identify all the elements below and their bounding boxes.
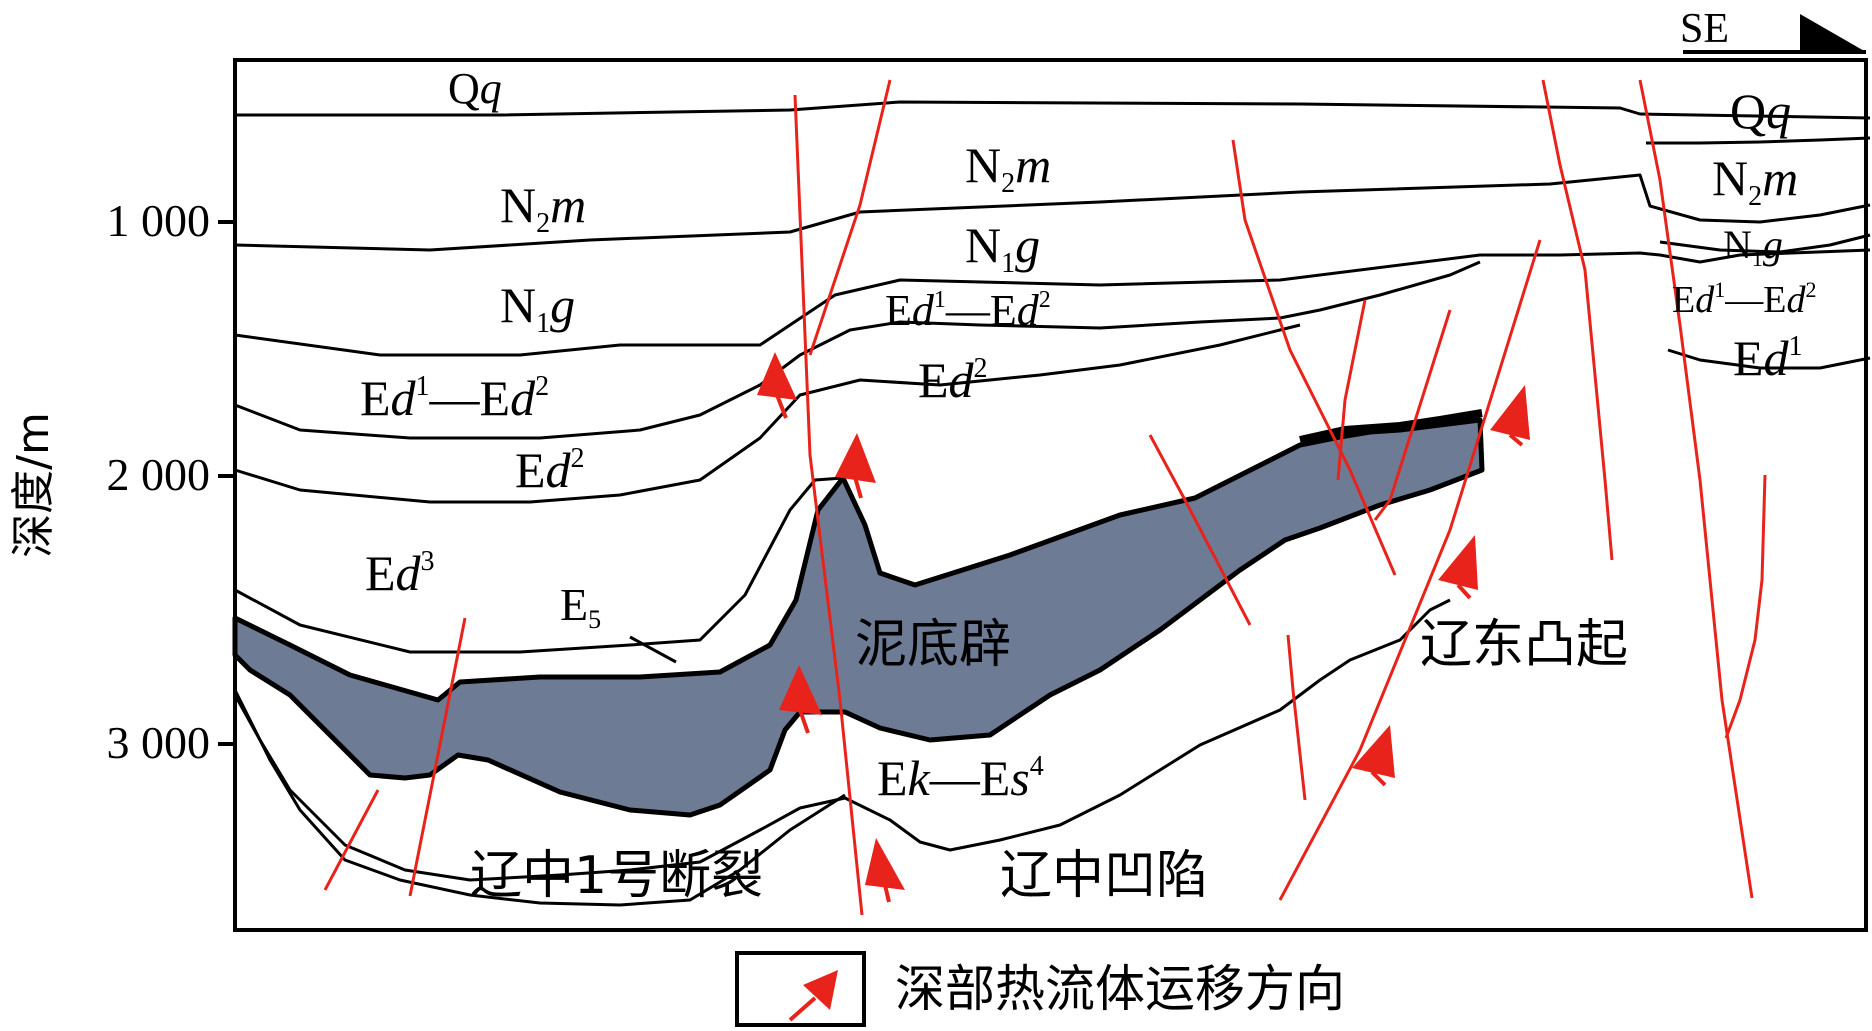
horizon-right-n2m-sub xyxy=(1659,233,1871,254)
tick-label-1000: 1 000 xyxy=(107,195,211,246)
label-qq-left: Qq xyxy=(448,64,502,113)
label-ed12-middle: Ed1—Ed2 xyxy=(885,286,1051,335)
arrow-shaft xyxy=(883,884,891,903)
migration-arrow-2 xyxy=(835,433,876,499)
migration-arrow-5 xyxy=(1490,385,1530,447)
label-ekes4: Ek—Es4 xyxy=(877,750,1044,806)
migration-arrow-6 xyxy=(1438,535,1478,600)
arrow-head-icon xyxy=(779,665,822,715)
strata-labels-middle: N2m N1g Ed1—Ed2 Ed2 Ek—Es4 xyxy=(877,137,1051,806)
fault-east-long xyxy=(1278,239,1542,901)
arrow-shaft xyxy=(1508,433,1524,447)
fault-mid-2 xyxy=(1148,434,1252,626)
e5-leader-line xyxy=(629,635,677,664)
tick-label-2000: 2 000 xyxy=(107,449,211,500)
label-ed2-left: Ed2 xyxy=(515,442,585,498)
migration-arrow-7 xyxy=(1352,725,1395,787)
depth-axis-label: 深度/m xyxy=(8,412,59,558)
horizon-ed2-base xyxy=(234,323,1301,504)
arrow-head-icon xyxy=(1490,385,1530,440)
fault-left-1 xyxy=(408,617,467,897)
label-ed3-left: Ed3 xyxy=(365,545,435,601)
horizon-ed3-base xyxy=(234,476,844,654)
migration-arrow-3 xyxy=(779,665,822,734)
fault-mid-3 xyxy=(1336,299,1367,481)
label-liaozhong-fault: 辽中1号断裂 xyxy=(470,846,763,906)
depth-axis: 1 000 2 000 3 000 深度/m xyxy=(8,195,235,768)
arrow-shaft xyxy=(1456,583,1472,600)
faults xyxy=(323,79,1767,916)
label-ed12-left: Ed1—Ed2 xyxy=(360,370,549,426)
tick-label-3000: 3 000 xyxy=(107,717,211,768)
strata-lines xyxy=(233,100,1871,907)
label-e5: E5 xyxy=(560,579,601,634)
horizon-right-qq xyxy=(1646,136,1871,145)
label-n2m-middle: N2m xyxy=(965,137,1051,199)
fault-mid-5 xyxy=(1286,634,1307,801)
label-n1g-left: N1g xyxy=(500,277,575,339)
label-ed1-right: Ed1 xyxy=(1733,330,1803,386)
arrow-shaft xyxy=(798,709,810,734)
liaozhong-fault-main xyxy=(793,94,864,916)
fault-left-2 xyxy=(323,789,380,891)
direction-arrow-icon xyxy=(1800,14,1866,52)
strata-labels-right: Qq N2m N1g Ed1—Ed2 Ed1 xyxy=(1672,83,1816,386)
migration-arrow-1 xyxy=(757,352,797,419)
horizon-qq-base xyxy=(235,100,1871,120)
fault-mid-4 xyxy=(1373,309,1452,521)
legend-label: 深部热流体运移方向 xyxy=(895,960,1345,1018)
label-liaozhong-sag: 辽中凹陷 xyxy=(1000,846,1208,906)
direction-label: SE xyxy=(1680,6,1729,52)
section-frame xyxy=(233,58,1868,932)
fault-mid-1 xyxy=(1231,139,1397,576)
fault-east-right-2 xyxy=(1638,79,1754,899)
legend-arrow-shaft xyxy=(788,996,817,1022)
label-qq-right: Qq xyxy=(1730,83,1791,139)
legend-swatch-box xyxy=(735,951,866,1027)
mud-diapir-body xyxy=(232,417,1485,818)
label-ed2-middle: Ed2 xyxy=(918,352,988,408)
horizon-ek-top xyxy=(233,598,1451,882)
arrow-head-icon xyxy=(865,838,905,890)
direction-indicator: SE xyxy=(1680,6,1866,54)
legend: 深部热流体运移方向 xyxy=(735,951,1345,1027)
horizon-ed12-base xyxy=(234,260,1481,440)
arrow-head-icon xyxy=(1352,725,1395,778)
label-n1g-right: N1g xyxy=(1723,222,1783,271)
label-ed12-right: Ed1—Ed2 xyxy=(1672,277,1816,321)
fault-east-right-1 xyxy=(1541,79,1614,561)
arrow-head-icon xyxy=(1438,535,1478,590)
horizon-ek-base xyxy=(233,689,846,907)
arrow-head-icon xyxy=(835,433,876,483)
horizon-n1g-base xyxy=(234,248,1871,357)
label-n2m-left: N2m xyxy=(500,177,586,239)
fault-east-far xyxy=(1724,474,1767,739)
label-liaodong-uplift: 辽东凸起 xyxy=(1420,615,1628,675)
horizon-e5-top xyxy=(863,524,882,574)
arrow-shaft xyxy=(1370,770,1387,787)
migration-arrows xyxy=(757,352,1530,903)
label-n1g-middle: N1g xyxy=(965,217,1040,279)
strata-labels-left: Qq N2m N1g Ed1—Ed2 Ed2 Ed3 E5 xyxy=(360,64,601,634)
feature-labels: 泥底辟 辽中1号断裂 辽中凹陷 辽东凸起 xyxy=(470,615,1628,906)
label-n2m-right: N2m xyxy=(1712,150,1798,212)
arrow-head-icon xyxy=(757,352,797,400)
horizon-right-ed1 xyxy=(1667,348,1871,370)
horizon-n2m-base xyxy=(234,173,1871,252)
arrow-shaft xyxy=(775,394,788,419)
fault-upper-branch xyxy=(808,79,892,356)
arrow-shaft xyxy=(853,476,863,499)
legend-arrow-icon xyxy=(803,970,838,1010)
migration-arrow-4 xyxy=(865,838,905,903)
label-mud-diapir: 泥底辟 xyxy=(855,615,1011,675)
